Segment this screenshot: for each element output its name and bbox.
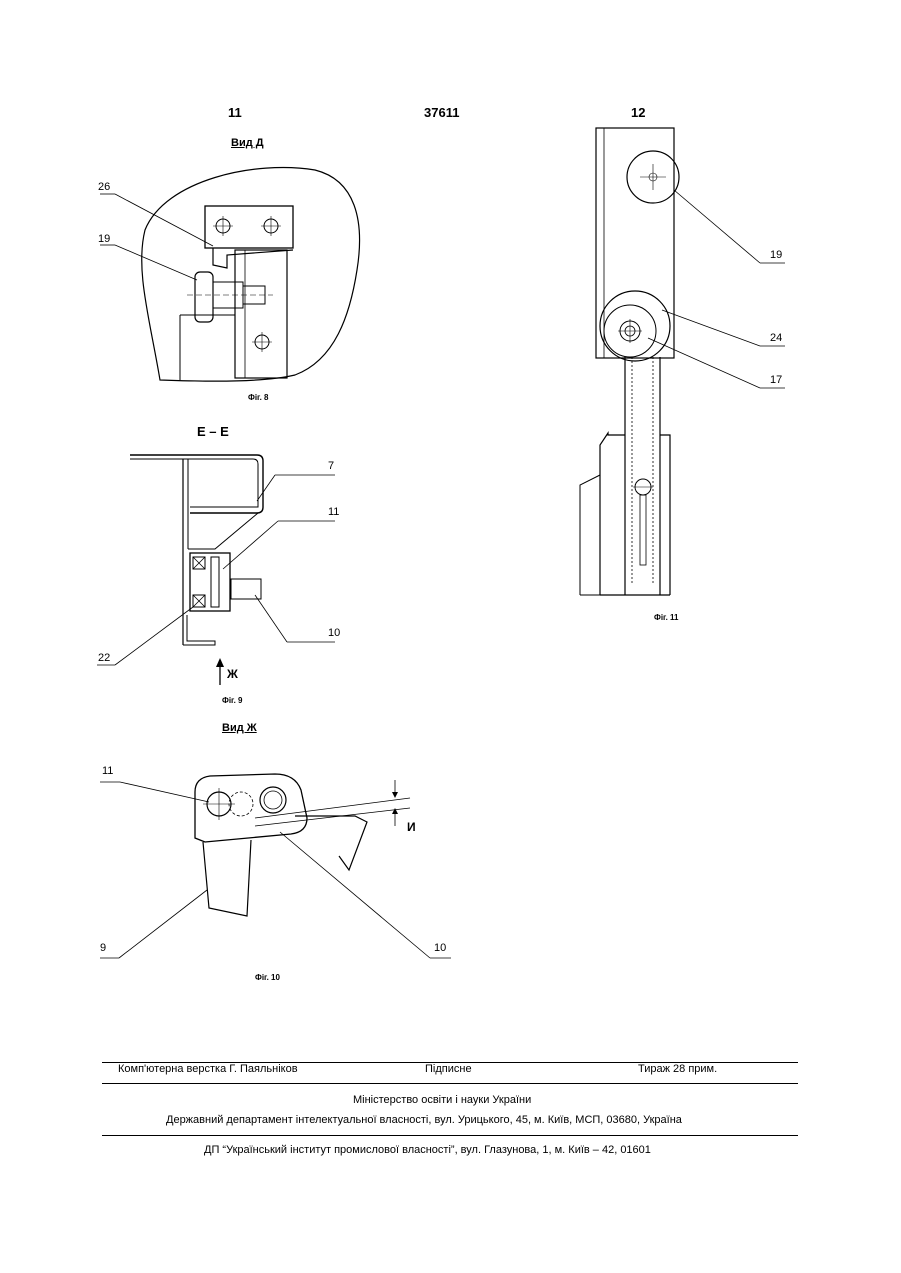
fig10-drawing bbox=[95, 760, 455, 970]
fig9-caption: Фіг. 9 bbox=[222, 696, 242, 705]
footer-institute: ДП “Український інститут промислової вла… bbox=[204, 1144, 651, 1156]
footer-ministry: Міністерство освіти і науки України bbox=[353, 1094, 531, 1106]
fig11-drawing bbox=[570, 125, 795, 605]
left-page-number: 11 bbox=[228, 105, 242, 120]
fig9-section-title: Е – Е bbox=[197, 424, 229, 439]
fig10-callout-11: 11 bbox=[102, 765, 113, 777]
fig10-callout-9: 9 bbox=[100, 942, 106, 954]
fig9-arrow-label: Ж bbox=[227, 667, 238, 681]
patent-number: 37611 bbox=[424, 105, 459, 120]
footer-layout-credit: Комп'ютерна верстка Г. Паяльніков bbox=[118, 1063, 298, 1075]
fig11-callout-24: 24 bbox=[770, 332, 782, 344]
footer-department: Державний департамент інтелектуальної вл… bbox=[166, 1114, 682, 1126]
fig9-callout-11: 11 bbox=[328, 506, 339, 518]
fig9-callout-22: 22 bbox=[98, 652, 110, 664]
footer-rule-bottom bbox=[102, 1135, 798, 1136]
fig8-caption: Фіг. 8 bbox=[248, 393, 268, 402]
fig9-drawing bbox=[95, 445, 355, 695]
fig10-dim-label: И bbox=[407, 820, 416, 834]
fig8-callout-19: 19 bbox=[98, 233, 110, 245]
fig10-view-title: Вид Ж bbox=[222, 722, 257, 734]
fig9-callout-10: 10 bbox=[328, 627, 340, 639]
fig8-view-title: Вид Д bbox=[231, 137, 264, 149]
footer-circulation: Тираж 28 прим. bbox=[638, 1063, 717, 1075]
fig8-callout-26: 26 bbox=[98, 181, 110, 193]
fig10-callout-10: 10 bbox=[434, 942, 446, 954]
right-page-number: 12 bbox=[631, 105, 645, 120]
fig8-drawing bbox=[95, 150, 375, 390]
fig9-callout-7: 7 bbox=[328, 460, 334, 472]
fig10-caption: Фіг. 10 bbox=[255, 973, 280, 982]
footer-rule-middle bbox=[102, 1083, 798, 1084]
fig11-caption: Фіг. 11 bbox=[654, 613, 678, 622]
fig11-callout-17: 17 bbox=[770, 374, 782, 386]
footer-signed: Підписне bbox=[425, 1063, 472, 1075]
fig11-callout-19: 19 bbox=[770, 249, 782, 261]
